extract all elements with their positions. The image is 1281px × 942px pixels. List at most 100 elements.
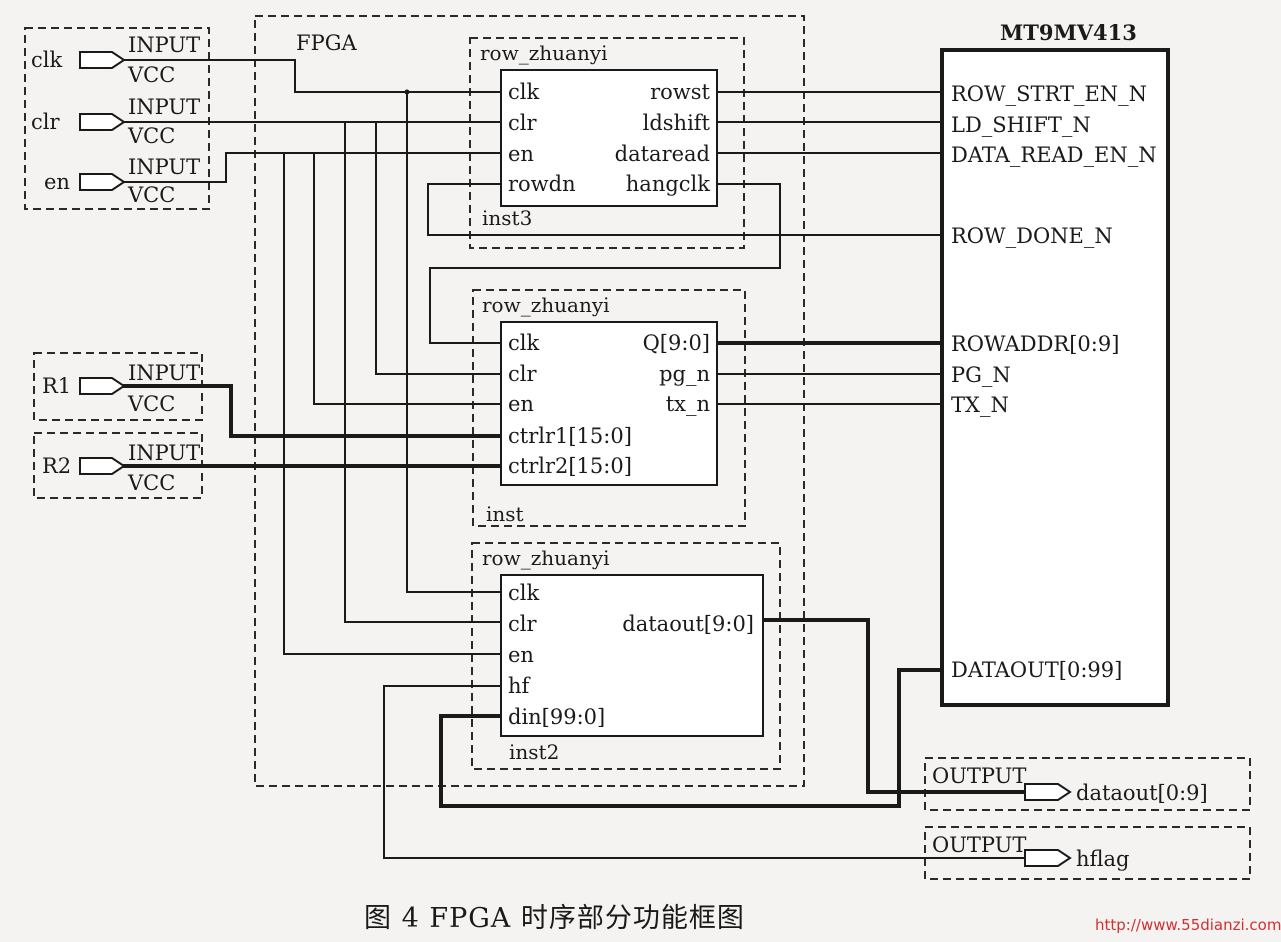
output-group-dataout-border <box>924 757 1251 811</box>
port-din: din[99:0] <box>508 705 605 729</box>
port-ldshift: ldshift <box>643 111 711 135</box>
input-name-en: en <box>44 170 70 194</box>
wire-en-inst2 <box>283 153 501 655</box>
fpga-label: FPGA <box>296 31 357 55</box>
output-group-hflag-border <box>924 826 1251 880</box>
chip-pin-row-strt: ROW_STRT_EN_N <box>951 82 1147 106</box>
output-type-hflag: OUTPUT <box>932 833 1026 857</box>
chip-pin-ld-shift: LD_SHIFT_N <box>951 113 1091 137</box>
module-inst3: row_zhuanyi clk clr en rowdn rowst ldshi… <box>480 41 718 230</box>
input-vcc-clk: VCC <box>127 63 175 87</box>
input-type-clr: INPUT <box>128 95 200 119</box>
figure-caption: 图 4 FPGA 时序部分功能框图 <box>364 903 745 934</box>
module-inst2: row_zhuanyi clk clr en hf din[99:0] data… <box>482 546 764 764</box>
port-clk: clk <box>508 80 539 104</box>
chip-body <box>940 48 1170 707</box>
input-pin-clr: clr INPUT VCC <box>31 95 200 148</box>
port-dataout: dataout[9:0] <box>622 612 754 636</box>
port-clr: clr <box>508 111 537 135</box>
output-type-dataout: OUTPUT <box>932 764 1026 788</box>
chip-pin-data-read: DATA_READ_EN_N <box>951 143 1157 167</box>
input-pin-r1: R1 INPUT VCC <box>42 361 200 416</box>
wire-clk-inst2 <box>406 92 501 593</box>
input-type-en: INPUT <box>128 155 200 179</box>
wire-clr-inst2 <box>344 122 501 623</box>
chip-mt9mv413: MT9MV413 ROW_STRT_EN_N LD_SHIFT_N DATA_R… <box>940 20 1170 707</box>
input-pin-icon <box>79 377 126 395</box>
port-q: Q[9:0] <box>643 331 710 355</box>
module-instance: inst2 <box>509 740 559 764</box>
wire-hflag <box>383 685 1025 859</box>
port-clk: clk <box>508 331 539 355</box>
module-body <box>500 574 764 737</box>
module-title: row_zhuanyi <box>480 41 608 65</box>
input-type-clk: INPUT <box>128 33 200 57</box>
module-inst2-frame <box>471 542 781 770</box>
chip-label: MT9MV413 <box>1000 20 1137 45</box>
input-name-r2: R2 <box>42 454 71 478</box>
input-type-r2: INPUT <box>128 441 200 465</box>
chip-pin-row-done: ROW_DONE_N <box>951 224 1113 248</box>
bus-dataout <box>763 618 1025 794</box>
output-name-dataout: dataout[0:9] <box>1076 781 1208 805</box>
module-title: row_zhuanyi <box>482 293 610 317</box>
bus-r1 <box>120 384 501 438</box>
port-txn: tx_n <box>666 392 710 416</box>
module-instance: inst3 <box>482 206 532 230</box>
wire-en-inst <box>313 153 501 405</box>
output-pin-icon <box>1024 849 1072 867</box>
bus-din <box>439 668 942 808</box>
module-body <box>500 321 718 486</box>
chip-pin-rowaddr: ROWADDR[0:9] <box>951 332 1119 356</box>
module-inst: row_zhuanyi clk clr en ctrlr1[15:0] ctrl… <box>482 293 718 526</box>
input-name-r1: R1 <box>42 374 71 398</box>
junction-dot <box>404 89 410 95</box>
chip-pin-pgn: PG_N <box>951 363 1011 387</box>
output-name-hflag: hflag <box>1076 847 1130 871</box>
port-en: en <box>508 142 534 166</box>
input-name-clk: clk <box>31 48 62 72</box>
output-pin-dataout: OUTPUT dataout[0:9] <box>932 764 1208 805</box>
wire-hangclk <box>429 183 781 344</box>
output-pin-hflag: OUTPUT hflag <box>932 833 1130 871</box>
input-name-clr: clr <box>31 110 60 134</box>
port-ctrlr1: ctrlr1[15:0] <box>508 424 632 448</box>
port-hangclk: hangclk <box>626 172 710 196</box>
watermark-url: http://www.55dianzi.com <box>1095 916 1281 934</box>
input-vcc-r1: VCC <box>127 392 175 416</box>
port-rowst: rowst <box>650 80 710 104</box>
wire-rowdone <box>427 183 942 236</box>
input-pin-icon <box>79 457 126 475</box>
port-clk: clk <box>508 581 539 605</box>
fpga-boundary <box>254 15 805 787</box>
wire-clk <box>116 59 501 93</box>
output-pin-icon <box>1024 783 1072 801</box>
port-en: en <box>508 392 534 416</box>
input-pin-clk: clk INPUT VCC <box>31 33 200 87</box>
chip-pin-dataout: DATAOUT[0:99] <box>951 658 1122 682</box>
module-title: row_zhuanyi <box>482 546 610 570</box>
module-inst3-frame <box>469 37 745 249</box>
wire-clr-inst <box>375 122 501 375</box>
input-vcc-en: VCC <box>127 183 175 207</box>
port-rowdn: rowdn <box>508 172 576 196</box>
input-pin-icon <box>79 113 126 131</box>
module-inst-frame <box>472 289 746 527</box>
chip-pin-txn: TX_N <box>951 393 1009 417</box>
port-clr: clr <box>508 362 537 386</box>
port-hf: hf <box>508 674 532 698</box>
input-pin-r2: R2 INPUT VCC <box>42 441 200 495</box>
port-pgn: pg_n <box>659 362 710 386</box>
input-type-r1: INPUT <box>128 361 200 385</box>
input-group-1-border <box>24 27 210 210</box>
port-en: en <box>508 643 534 667</box>
module-body <box>500 69 718 207</box>
port-ctrlr2: ctrlr2[15:0] <box>508 454 632 478</box>
wire-en <box>116 152 501 183</box>
module-instance: inst <box>486 502 524 526</box>
port-dataread: dataread <box>615 142 710 166</box>
input-pin-en: en INPUT VCC <box>44 155 200 207</box>
input-pin-icon <box>79 51 126 69</box>
input-vcc-clr: VCC <box>127 124 175 148</box>
